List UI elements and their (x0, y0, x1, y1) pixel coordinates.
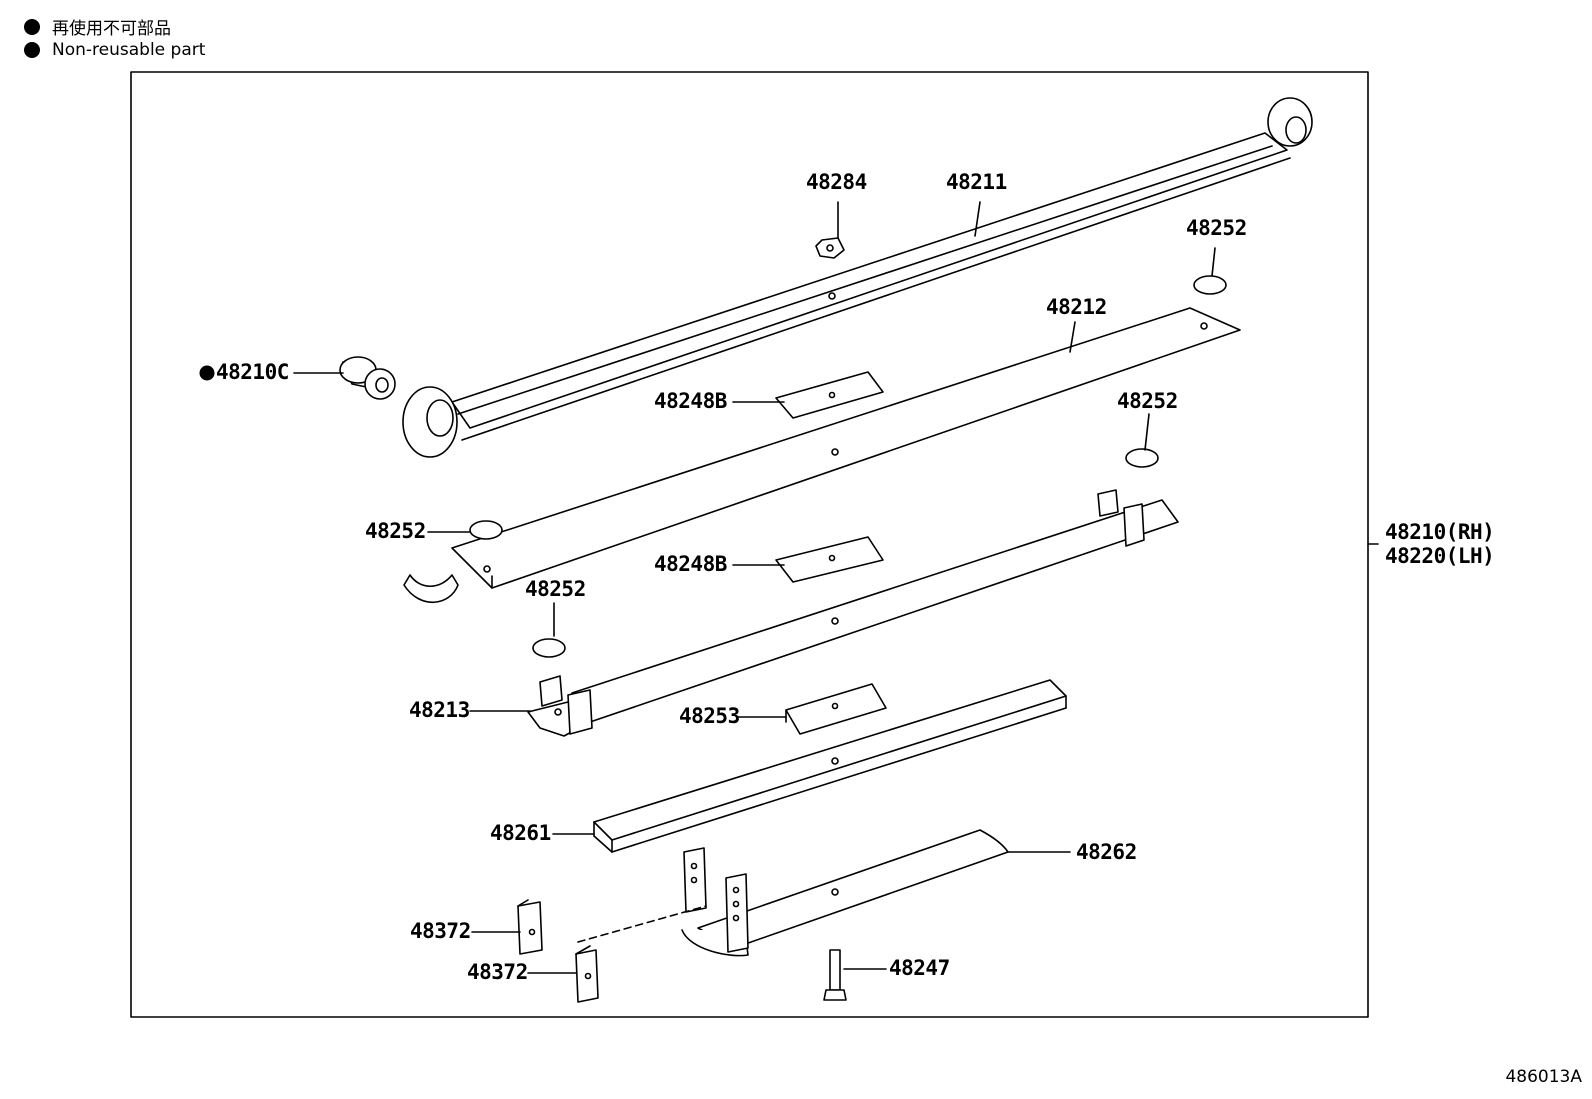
legend-non-reusable-jp: 再使用不可部品 (24, 14, 171, 39)
callout-48284: 48284 (806, 170, 867, 194)
clip-48372-a-shape (517, 899, 543, 955)
bolt-48247-shape (823, 949, 847, 1001)
callout-48262: 48262 (1076, 840, 1137, 864)
callout-48252-right: 48252 (1117, 389, 1178, 413)
nut-48284-shape (815, 237, 845, 259)
figure-id: 486013A (1505, 1067, 1582, 1087)
pad-48252-c-shape (469, 520, 503, 540)
bushing-48210c-shape (339, 356, 396, 400)
callout-48253: 48253 (679, 704, 740, 728)
leaf-48261-shape (593, 679, 1067, 853)
leaf-48213-shape (527, 489, 1179, 737)
legend-en-label: Non-reusable part (52, 40, 206, 60)
leaf-48262-shape (681, 829, 1009, 957)
diagram-frame (130, 71, 1369, 1018)
callout-48248b-lower: 48248B (654, 552, 727, 576)
callout-48261: 48261 (490, 821, 551, 845)
callout-48210c: 48210C (216, 360, 289, 384)
callout-48372-lower: 48372 (467, 960, 528, 984)
spacer-48253-shape (785, 683, 887, 735)
callout-48211: 48211 (946, 170, 1007, 194)
callout-assembly-rh: 48210(RH) (1385, 520, 1495, 544)
callout-48252-left: 48252 (365, 519, 426, 543)
non-reusable-bullet-icon (24, 18, 40, 35)
callout-48247: 48247 (889, 956, 950, 980)
pad-48252-d-shape (532, 638, 566, 658)
callout-48252-middle: 48252 (525, 577, 586, 601)
callout-48372-upper: 48372 (410, 919, 471, 943)
callout-48252-top: 48252 (1186, 216, 1247, 240)
clip-48372-b-shape (575, 945, 599, 1003)
non-reusable-marker-icon (199, 365, 215, 381)
non-reusable-bullet-icon (24, 42, 40, 58)
main-leaf-48211-shape (402, 97, 1313, 458)
callout-48212: 48212 (1046, 295, 1107, 319)
callout-48213: 48213 (409, 698, 470, 722)
legend-jp-label: 再使用不可部品 (52, 19, 171, 39)
callout-48248b-upper: 48248B (654, 389, 727, 413)
pad-48252-b-shape (1125, 448, 1159, 468)
pad-48252-a-shape (1193, 275, 1227, 295)
callout-assembly-lh: 48220(LH) (1385, 544, 1495, 568)
legend-non-reusable-en: Non-reusable part (24, 40, 205, 60)
leaf-48212-shape (403, 307, 1241, 604)
